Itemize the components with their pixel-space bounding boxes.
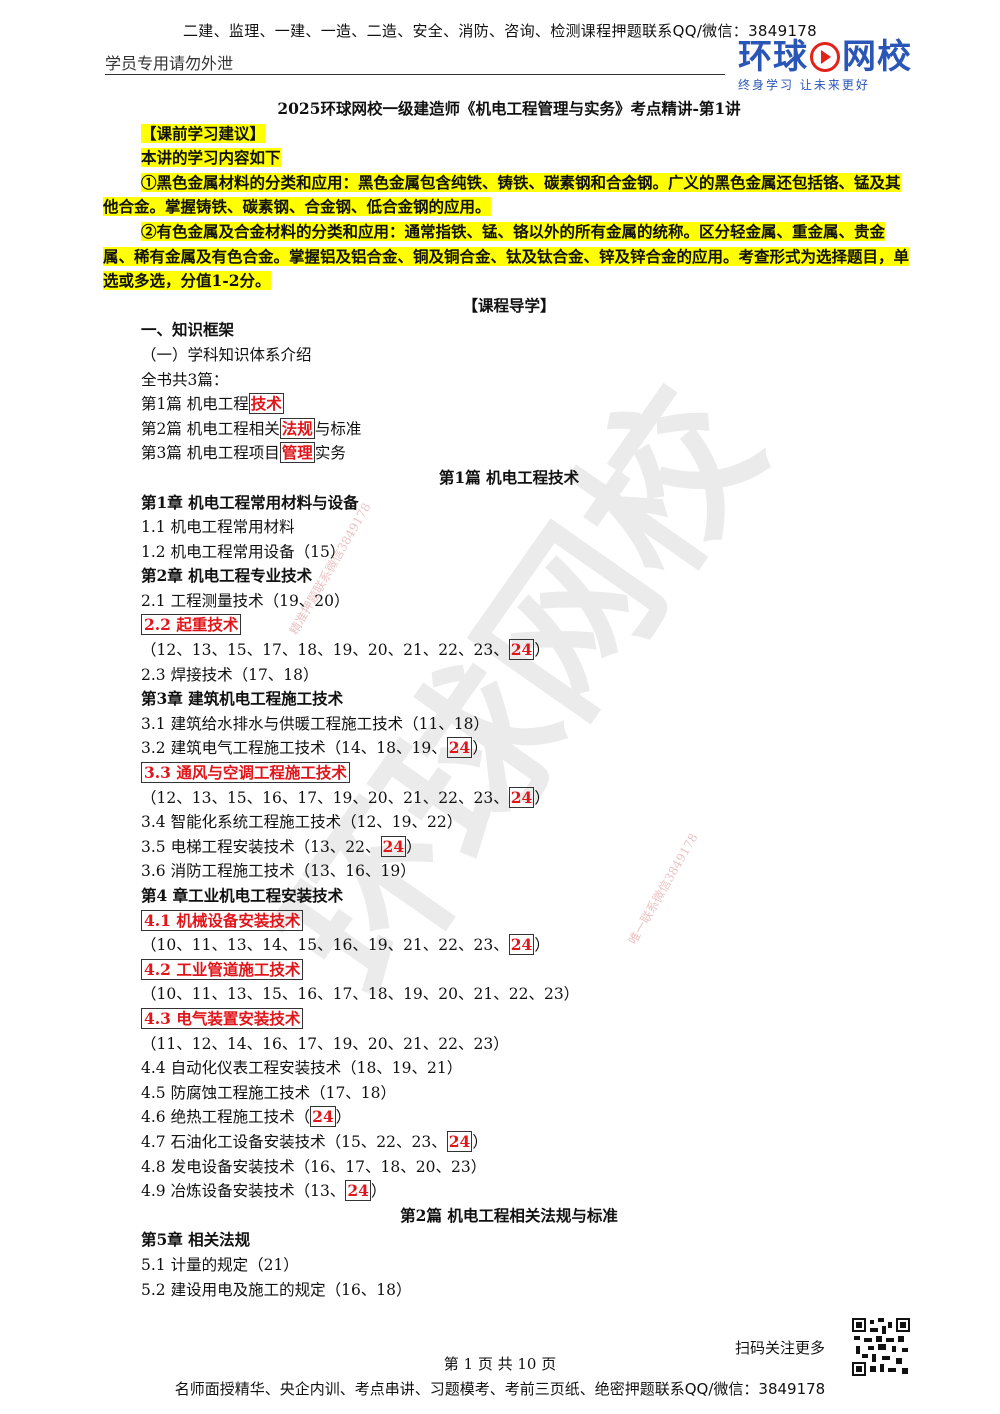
- book-1-line: 第1篇 机电工程技术: [141, 393, 284, 415]
- section-3-3-years: （12、13、15、16、17、19、20、21、22、23、24）: [141, 786, 550, 808]
- book-2-line: 第2篇 机电工程相关法规与标准: [141, 417, 362, 439]
- chapter-1: 第1章 机电工程常用材料与设备: [141, 492, 359, 512]
- section-3-1: 3.1 建筑给水排水与供暖工程施工技术（11、18）: [141, 714, 490, 733]
- hot-year-badge: 24: [508, 639, 535, 661]
- section-4-8: 4.8 发电设备安装技术（16、17、18、20、23）: [141, 1157, 487, 1176]
- section-2-2-years: （12、13、15、17、18、19、20、21、22、23、24）: [141, 639, 550, 661]
- section-3-6: 3.6 消防工程施工技术（13、16、19）: [141, 862, 416, 881]
- framework-subheading: （一）学科知识体系介绍: [141, 345, 312, 364]
- section-5-1: 5.1 计量的规定（21）: [141, 1255, 299, 1274]
- chapter-4: 第4 章工业机电工程安装技术: [141, 886, 344, 905]
- hot-year-badge: 24: [310, 1106, 336, 1128]
- logo-slogan: 终身学习 让未来更好: [738, 78, 870, 92]
- document-body: 2025环球网校一级建造师《机电工程管理与实务》考点精讲-第1讲 【课前学习建议…: [103, 97, 915, 1302]
- book-1-keyword: 技术: [248, 393, 284, 415]
- bottom-banner: 名师面授精华、央企内训、考点串讲、习题模考、考前三页纸、绝密押题联系QQ/微信：…: [174, 1380, 826, 1398]
- section-4-3: 4.3 电气装置安装技术: [103, 1007, 915, 1032]
- books-intro: 全书共3篇：: [141, 370, 229, 389]
- part-1-title: 第1篇 机电工程技术: [438, 467, 580, 487]
- chapter-3: 第3章 建筑机电工程施工技术: [141, 689, 344, 709]
- section-4-4: 4.4 自动化仪表工程安装技术（18、19、21）: [141, 1059, 463, 1078]
- logo-text-right: 网校: [842, 37, 912, 77]
- section-4-2-years: （10、11、13、15、16、17、18、19、20、21、22、23）: [141, 985, 580, 1004]
- hot-year-badge: 24: [508, 786, 535, 808]
- section-4-1-years: （10、11、13、14、15、16、19、21、22、23、24）: [141, 934, 550, 956]
- qr-code-icon[interactable]: [852, 1318, 910, 1376]
- section-2-1: 2.1 工程测量技术（19、20）: [141, 591, 350, 610]
- section-5-2: 5.2 建设用电及施工的规定（16、18）: [141, 1280, 412, 1299]
- hot-year-badge: 24: [380, 835, 407, 857]
- section-4-6: 4.6 绝热工程施工技术（24）: [141, 1106, 352, 1128]
- part-2-title: 第2篇 机电工程相关法规与标准: [400, 1205, 618, 1225]
- page-number: 第 1 页 共 10 页: [443, 1355, 557, 1373]
- hot-year-badge: 24: [508, 934, 535, 956]
- section-4-3-years: （11、12、14、16、17、19、20、21、22、23）: [141, 1034, 509, 1053]
- logo-text-left: 环球: [738, 37, 808, 77]
- hot-year-badge: 24: [446, 737, 473, 759]
- chapter-5: 第5章 相关法规: [141, 1230, 251, 1250]
- hot-year-badge: 24: [446, 1130, 473, 1152]
- hot-year-badge: 24: [345, 1180, 371, 1202]
- advice-intro: 本讲的学习内容如下: [141, 148, 281, 168]
- section-1-2: 1.2 机电工程常用设备（15）: [141, 542, 346, 561]
- advice-heading: 【课前学习建议】: [141, 123, 266, 143]
- section-3-5: 3.5 电梯工程安装技术（13、22、24）: [141, 835, 422, 857]
- guide-heading: 【课程导学】: [462, 295, 556, 315]
- section-4-9: 4.9 冶炼设备安装技术（13、24）: [141, 1180, 387, 1202]
- advice-paragraph-2: ②有色金属及合金材料的分类和应用：通常指铁、锰、铬以外的所有金属的统称。区分轻金…: [103, 221, 910, 291]
- section-4-7: 4.7 石油化工设备安装技术（15、22、23、24）: [141, 1130, 488, 1152]
- book-3-line: 第3篇 机电工程项目管理实务: [141, 442, 346, 464]
- logo: 环球 网校 终身学习 让未来更好: [738, 38, 918, 93]
- book-3-keyword: 管理: [279, 442, 315, 464]
- confidential-notice: 学员专用请勿外泄: [105, 54, 234, 73]
- scan-hint: 扫码关注更多: [735, 1339, 826, 1357]
- section-1-1: 1.1 机电工程常用材料: [141, 518, 295, 537]
- section-3-4: 3.4 智能化系统工程施工技术（12、19、22）: [141, 813, 463, 832]
- framework-heading: 一、知识框架: [141, 320, 235, 340]
- section-2-3: 2.3 焊接技术（17、18）: [141, 665, 319, 684]
- advice-paragraph-1: ①黑色金属材料的分类和应用：黑色金属包含纯铁、铸铁、碳素钢和合金钢。广义的黑色金…: [103, 172, 901, 217]
- section-3-3: 3.3 通风与空调工程施工技术: [103, 761, 915, 786]
- section-4-1: 4.1 机械设备安装技术: [103, 909, 915, 934]
- chapter-2: 第2章 机电工程专业技术: [141, 566, 313, 586]
- header-rule: [105, 74, 725, 75]
- section-4-5: 4.5 防腐蚀工程施工技术（17、18）: [141, 1083, 397, 1102]
- play-icon: [810, 42, 840, 72]
- book-2-keyword: 法规: [279, 417, 315, 439]
- document-title: 2025环球网校一级建造师《机电工程管理与实务》考点精讲-第1讲: [277, 99, 741, 118]
- section-2-2: 2.2 起重技术: [103, 613, 915, 638]
- section-3-2: 3.2 建筑电气工程施工技术（14、18、19、24）: [141, 737, 488, 759]
- section-4-2: 4.2 工业管道施工技术: [103, 958, 915, 983]
- top-banner: 二建、监理、一建、一造、二造、安全、消防、咨询、检测课程押题联系QQ/微信：38…: [183, 22, 817, 40]
